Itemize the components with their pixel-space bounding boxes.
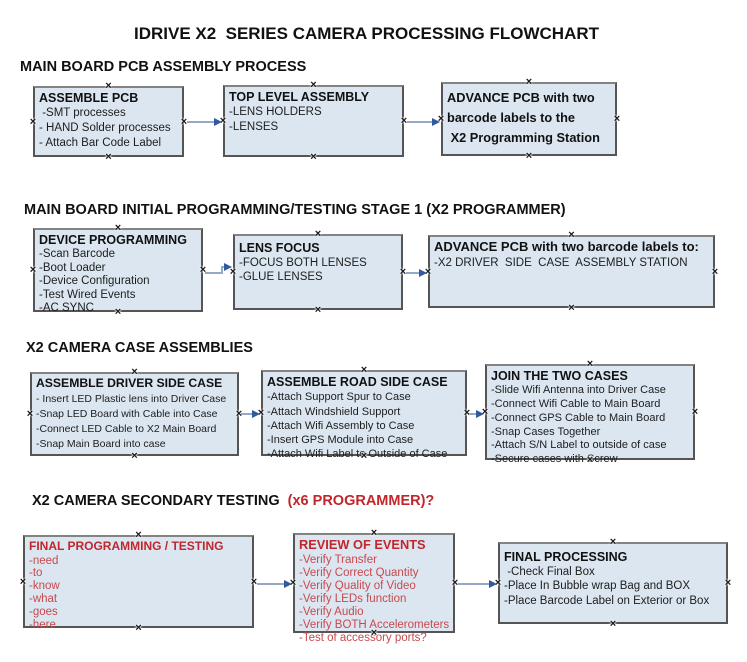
box-item: -Verify Transfer bbox=[299, 553, 377, 566]
section-heading: MAIN BOARD PCB ASSEMBLY PROCESS bbox=[20, 59, 306, 75]
box-item: -Verify BOTH Accelerometers bbox=[299, 618, 450, 631]
box-item: -Attach Support Spur to Case bbox=[267, 391, 411, 404]
box-item: -Snap Cases Together bbox=[491, 425, 601, 438]
box-item: -Test of accessory ports? bbox=[299, 631, 427, 644]
box-item: -Attach Wifi Label to Outside of Case bbox=[267, 448, 448, 461]
arrow-head-icon bbox=[214, 117, 222, 126]
process-box: FINAL PROCESSING -Check Final Box-Place … bbox=[494, 536, 732, 630]
box-item: -Place Barcode Label on Exterior or Box bbox=[504, 594, 710, 607]
box-item: -know bbox=[29, 580, 60, 593]
box-title: FINAL PROGRAMMING / TESTING bbox=[29, 539, 224, 553]
arrow-head-icon bbox=[284, 579, 292, 588]
section-heading-red-suffix: (x6 PROGRAMMER)? bbox=[279, 493, 435, 509]
box-title: DEVICE PROGRAMMING bbox=[39, 233, 187, 247]
box-item: -Insert GPS Module into Case bbox=[267, 434, 414, 447]
connector-arrow bbox=[257, 583, 285, 585]
box-item: -LENSES bbox=[229, 121, 279, 134]
box-item: -Verify LEDs function bbox=[299, 592, 407, 605]
box-item: -Slide Wifi Antenna into Driver Case bbox=[491, 384, 666, 397]
box-item: -Scan Barcode bbox=[39, 248, 116, 261]
box-title: FINAL PROCESSING bbox=[504, 550, 628, 564]
section-heading-text: X2 CAMERA SECONDARY TESTING bbox=[32, 493, 280, 509]
process-box: FINAL PROGRAMMING / TESTING-need-to-know… bbox=[19, 529, 258, 634]
arrow-head-icon bbox=[224, 262, 232, 271]
box-item: - Insert LED Plastic lens into Driver Ca… bbox=[36, 392, 227, 405]
section-heading: X2 CAMERA SECONDARY TESTING (x6 PROGRAMM… bbox=[32, 493, 434, 509]
arrow-head-icon bbox=[489, 579, 497, 588]
connector-arrow bbox=[469, 413, 477, 415]
box-item: -Place In Bubble wrap Bag and BOX bbox=[504, 580, 691, 593]
box-title: JOIN THE TWO CASES bbox=[491, 369, 628, 383]
box-item: -here bbox=[29, 618, 56, 631]
process-box: DEVICE PROGRAMMING-Scan Barcode-Boot Loa… bbox=[29, 222, 207, 318]
box-item: -GLUE LENSES bbox=[239, 271, 323, 284]
arrow-head-icon bbox=[419, 268, 427, 277]
box-item: -Attach S/N Label to outside of case bbox=[491, 439, 667, 452]
connector-arrow bbox=[458, 583, 490, 585]
process-box: ASSEMBLE PCB -SMT processes - HAND Solder… bbox=[29, 80, 188, 163]
page-title: IDRIVE X2 SERIES CAMERA PROCESSING FLOWC… bbox=[133, 24, 600, 43]
connector-arrow bbox=[406, 272, 420, 274]
connector-arrow bbox=[221, 266, 223, 274]
box-item: -Boot Loader bbox=[39, 261, 106, 274]
box-title: TOP LEVEL ASSEMBLY bbox=[229, 90, 370, 104]
box-item: -Connect GPS Cable to Main Board bbox=[491, 411, 666, 424]
box-item: -SMT processes bbox=[39, 107, 126, 120]
arrow-head-icon bbox=[432, 117, 440, 126]
box-item: -Verify Correct Quantity bbox=[299, 566, 419, 579]
connector-arrow bbox=[187, 121, 215, 123]
box-item: -Connect LED Cable to X2 Main Board bbox=[36, 422, 217, 435]
box-title: ASSEMBLE PCB bbox=[39, 91, 139, 105]
section-heading-text: X2 CAMERA CASE ASSEMBLIES bbox=[26, 340, 253, 356]
process-box: ASSEMBLE DRIVER SIDE CASE - Insert LED Pl… bbox=[26, 366, 243, 462]
box-item: -goes bbox=[29, 605, 58, 618]
connector-arrow bbox=[221, 266, 225, 268]
box-item: -Attach Windshield Support bbox=[267, 405, 401, 418]
box-item: -what bbox=[29, 592, 58, 605]
box-item: -LENS HOLDERS bbox=[229, 106, 322, 119]
process-box: TOP LEVEL ASSEMBLY-LENS HOLDERS-LENSES××… bbox=[219, 79, 408, 163]
box-item: -Verify Quality of Video bbox=[299, 579, 416, 592]
box-item: -Snap LED Board with Cable into Case bbox=[36, 407, 218, 420]
box-title: ADVANCE PCB with two barcode labels to t… bbox=[447, 90, 600, 145]
box-title: ASSEMBLE DRIVER SIDE CASE bbox=[36, 376, 223, 390]
box-title: REVIEW OF EVENTS bbox=[299, 537, 426, 552]
section-heading: MAIN BOARD INITIAL PROGRAMMING/TESTING S… bbox=[24, 202, 566, 218]
box-item: -Snap Main Board into case bbox=[36, 437, 166, 450]
section-heading: X2 CAMERA CASE ASSEMBLIES bbox=[26, 340, 253, 356]
process-box: REVIEW OF EVENTS-Verify Transfer-Verify … bbox=[289, 527, 459, 644]
box-item: -Check Final Box bbox=[504, 566, 595, 579]
process-box: JOIN THE TWO CASES-Slide Wifi Antenna in… bbox=[481, 358, 699, 466]
box-item: -Attach Wifi Assembly to Case bbox=[267, 419, 415, 432]
arrow-head-icon bbox=[252, 409, 260, 418]
box-item: - Attach Bar Code Label bbox=[39, 137, 162, 150]
connector-arrow bbox=[241, 413, 253, 415]
box-item: -Connect Wifi Cable to Main Board bbox=[491, 398, 661, 411]
box-item: -AC SYNC bbox=[39, 302, 94, 315]
section-heading-text: MAIN BOARD INITIAL PROGRAMMING/TESTING S… bbox=[24, 202, 566, 218]
process-box: LENS FOCUS -FOCUS BOTH LENSES-GLUE LENSES… bbox=[229, 228, 407, 316]
box-item: - HAND Solder processes bbox=[39, 122, 171, 135]
box-item: -need bbox=[29, 554, 59, 567]
process-box: ADVANCE PCB with two barcode labels to: -… bbox=[424, 229, 719, 314]
box-item: -Secure cases with Screw bbox=[491, 453, 618, 466]
connector-arrow bbox=[407, 121, 433, 123]
box-title: LENS FOCUS bbox=[239, 241, 320, 255]
box-item: -X2 DRIVER SIDE CASE ASSEMBLY STATION bbox=[434, 256, 688, 269]
process-box: ASSEMBLE ROAD SIDE CASE -Attach Support S… bbox=[257, 364, 471, 462]
connector-arrow bbox=[205, 272, 223, 274]
box-item: -Verify Audio bbox=[299, 605, 364, 618]
box-item: -Device Configuration bbox=[39, 275, 150, 288]
arrow-head-icon bbox=[476, 409, 484, 418]
box-title: ADVANCE PCB with two barcode labels to: bbox=[434, 239, 699, 254]
process-box: ADVANCE PCB with two barcode labels to t… bbox=[437, 76, 621, 162]
box-item: -Test Wired Events bbox=[39, 288, 136, 301]
box-item: -FOCUS BOTH LENSES bbox=[239, 257, 367, 270]
box-item: -to bbox=[29, 567, 43, 580]
box-title: ASSEMBLE ROAD SIDE CASE bbox=[267, 375, 448, 389]
section-heading-text: MAIN BOARD PCB ASSEMBLY PROCESS bbox=[20, 59, 307, 75]
